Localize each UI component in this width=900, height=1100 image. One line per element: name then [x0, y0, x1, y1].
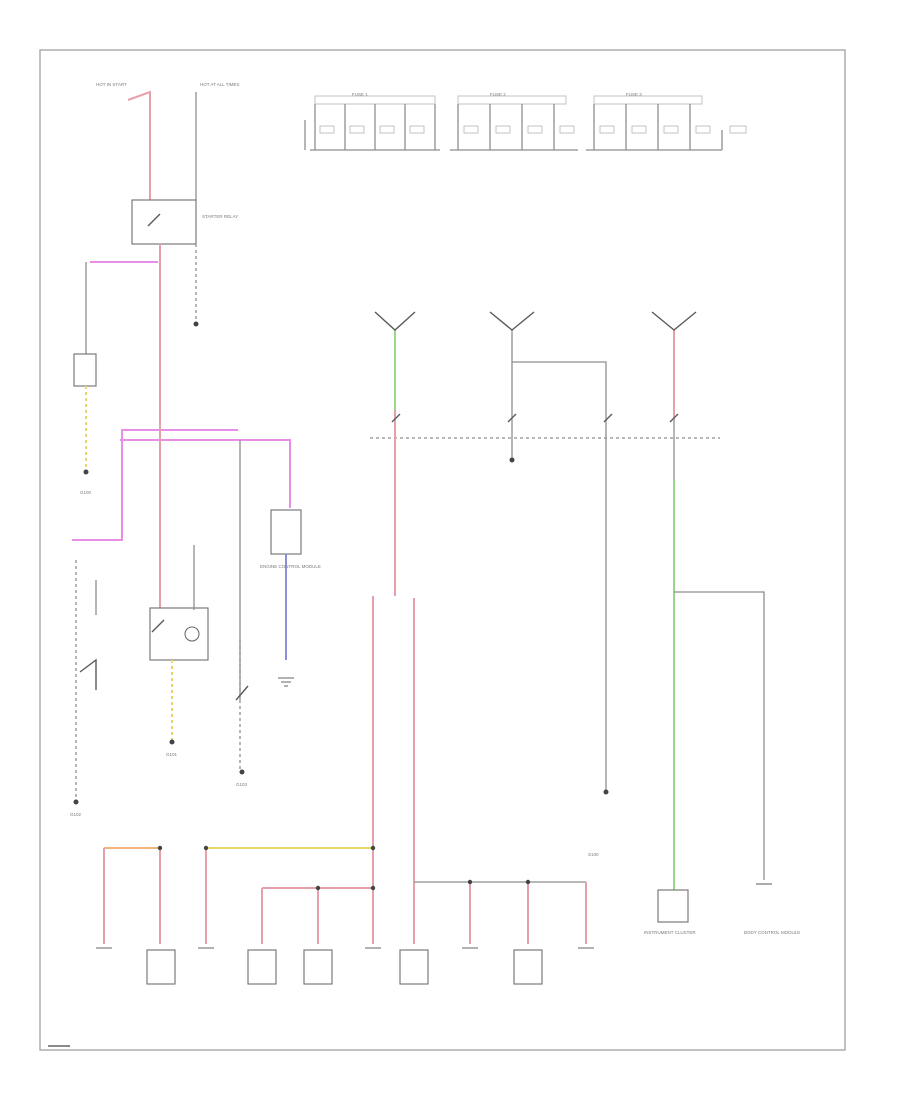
fuse-block-2 — [450, 95, 578, 151]
bottom-comp-2 — [247, 949, 277, 985]
middle-bus — [370, 311, 765, 890]
diagram-frame — [39, 49, 846, 1051]
label-splice: S100 — [588, 852, 599, 857]
module-right-1 — [657, 889, 689, 923]
label-hot-in-start: HOT IN START — [96, 82, 127, 87]
bottom-comp-1 — [146, 949, 176, 985]
sensor-unit — [270, 509, 302, 687]
switch-relay-section — [73, 545, 249, 805]
magenta-harness — [72, 420, 291, 700]
starter-relay-section — [73, 90, 199, 475]
label-module-right-2: BODY CONTROL MODULE — [744, 930, 800, 935]
label-starter-relay: STARTER RELAY — [202, 214, 238, 219]
diagram-labels: HOT IN START HOT AT ALL TIMES STARTER RE… — [70, 82, 800, 935]
label-fuse-2: FUSE 2 — [490, 92, 506, 97]
bottom-comp-3 — [303, 949, 333, 985]
label-module-right-1: INSTRUMENT CLUSTER — [644, 930, 696, 935]
label-hot-at-all-times: HOT AT ALL TIMES — [200, 82, 240, 87]
bottom-comp-5 — [513, 949, 543, 985]
fuse-box-a — [73, 353, 97, 387]
label-ground-1: G100 — [80, 490, 92, 495]
label-fuse-3: FUSE 3 — [626, 92, 642, 97]
label-ground-4: G103 — [236, 782, 248, 787]
label-module-left: ENGINE CONTROL MODULE — [260, 564, 321, 569]
label-fuse-1: FUSE 1 — [352, 92, 368, 97]
sensor-box — [270, 509, 302, 555]
bottom-distribution — [103, 596, 587, 944]
fuse-block-1 — [310, 95, 440, 151]
starter-relay — [131, 199, 197, 245]
bottom-comp-4 — [399, 949, 429, 985]
label-ground-3: G102 — [70, 812, 82, 817]
fuse-block-3 — [586, 95, 747, 151]
right-modules — [657, 883, 772, 923]
fuse-blocks — [304, 95, 747, 151]
bottom-components — [96, 947, 594, 985]
label-ground-2: G101 — [166, 752, 178, 757]
